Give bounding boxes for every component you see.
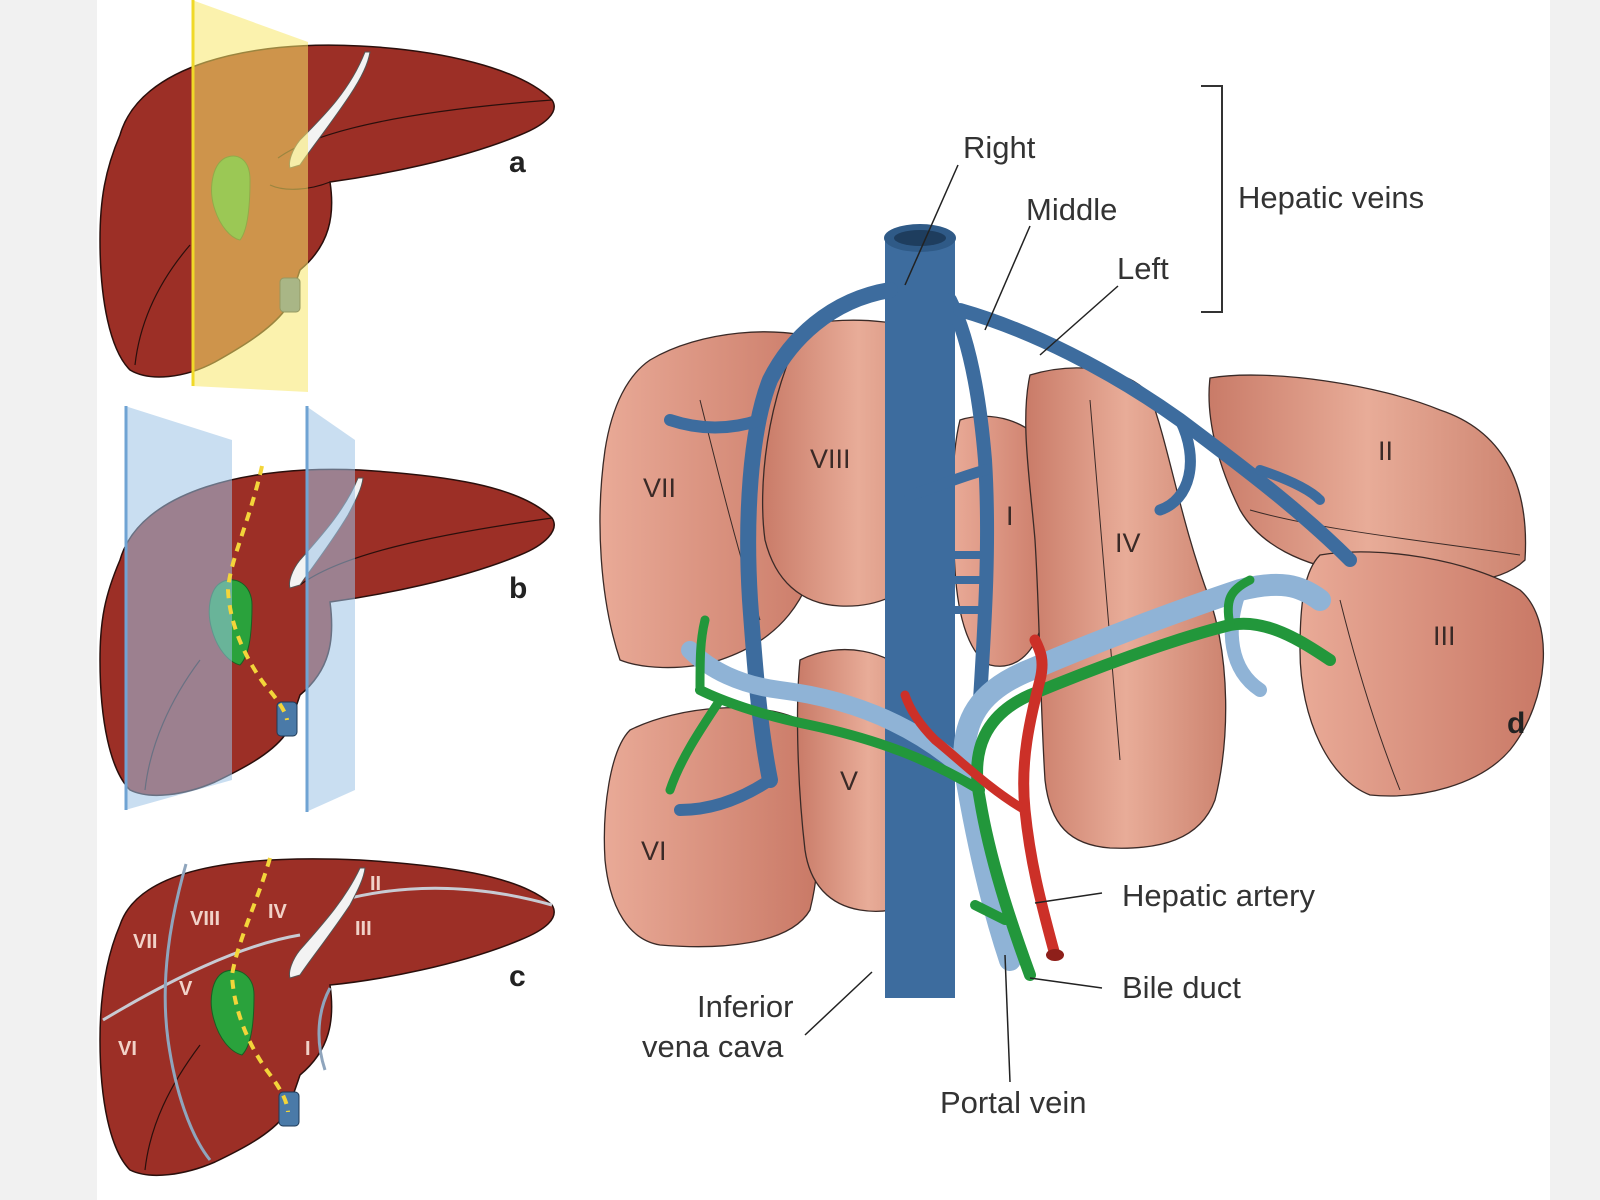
leader-line-ivc: [804, 971, 873, 1036]
label-hepatic-veins: Hepatic veins: [1238, 180, 1424, 215]
segment-fold-line: [1339, 599, 1401, 791]
right-hepatic-vein-branch: [664, 414, 766, 434]
cantlie-dashed-line: [229, 857, 290, 1113]
hepatic-artery-branch: [900, 690, 1030, 815]
segment-boundary-line: [163, 863, 212, 1161]
label-right: Right: [963, 130, 1036, 165]
segment-label-vi: VI: [118, 1038, 137, 1060]
segment-iii: [1299, 551, 1545, 797]
segment-label-iii: III: [1433, 621, 1456, 651]
leader-line-bile-duct: [1029, 977, 1103, 989]
bile-duct-stub: [970, 900, 1010, 925]
bile-duct-branch: [695, 615, 710, 695]
label-portal-vein: Portal vein: [940, 1085, 1086, 1120]
right-portal-plane: [125, 406, 232, 810]
right-hepatic-vein: [740, 282, 898, 788]
middle-hepatic-vein-branch: [904, 464, 991, 501]
bile-duct-branch: [665, 695, 725, 795]
bile-duct-right-branch: [695, 685, 985, 795]
segment-label-ii: II: [370, 873, 381, 895]
segment-ii: [1208, 374, 1527, 585]
liver-lobe-line: [134, 244, 191, 366]
panel-letter-c: c: [509, 960, 526, 993]
segment-label-i: I: [1006, 501, 1014, 531]
inferior-vena-cava-lumen: [894, 230, 946, 246]
bile-duct: [971, 617, 1336, 981]
caudate-vein: [955, 551, 985, 614]
segment-boundary-line: [102, 933, 301, 1022]
cantlie-dashed-line: [225, 465, 289, 721]
segment-label-iv: IV: [268, 901, 288, 923]
bile-duct-branch: [1223, 575, 1255, 630]
cantlie-plane: [192, 0, 308, 392]
segment-boundary-line: [341, 886, 553, 907]
left-hepatic-vein-branch: [1255, 465, 1325, 505]
segment-boundary-line: [317, 987, 332, 1071]
panel-a: a: [99, 0, 555, 392]
panel-letter-b: b: [509, 572, 527, 605]
segment-vi: [603, 707, 820, 948]
leader-line-hepatic-artery: [1034, 892, 1103, 904]
hepatic-veins-bracket: [1201, 85, 1223, 313]
left-hepatic-vein-branch: [1154, 414, 1196, 516]
panel-c: I II III IV V VI VII VIII c: [99, 857, 555, 1176]
leader-line-right: [904, 164, 959, 286]
segment-label-viii: VIII: [190, 908, 220, 930]
panel-letter-a: a: [509, 146, 526, 179]
leader-line-middle: [984, 225, 1031, 331]
segment-label-iii: III: [355, 918, 372, 940]
portal-vein: [953, 573, 1331, 971]
label-bile-duct: Bile duct: [1122, 970, 1241, 1005]
segment-label-v: V: [840, 766, 858, 796]
panel-d: I II III IV V VI VII VIII Right Middle L…: [599, 85, 1545, 1120]
inferior-vena-cava: [885, 238, 955, 998]
segment-label-viii: VIII: [810, 444, 851, 474]
hepatic-artery: [1018, 634, 1061, 961]
gallbladder: [210, 969, 255, 1056]
panel-b: b: [99, 406, 555, 812]
liver-lobe-line: [144, 1044, 201, 1171]
liver-silhouette: [99, 44, 555, 378]
label-hepatic-artery: Hepatic artery: [1122, 878, 1315, 913]
leader-line-portal-vein: [1004, 954, 1011, 1083]
segment-iv: [1025, 367, 1227, 849]
segment-fold-line: [1089, 399, 1121, 761]
segment-label-vii: VII: [133, 931, 157, 953]
segment-label-v: V: [179, 978, 193, 1000]
segment-fold-line: [1249, 509, 1521, 556]
segment-label-vii: VII: [643, 473, 676, 503]
portal-vein-right-branch: [681, 641, 974, 779]
label-ivc-line2: vena cava: [642, 1029, 784, 1064]
label-left: Left: [1117, 251, 1169, 286]
segment-label-i: I: [305, 1038, 311, 1060]
liver-silhouette: [99, 858, 555, 1176]
segment-label-vi: VI: [641, 836, 667, 866]
umbilical-plane: [306, 406, 355, 812]
falciform-ligament: [289, 867, 366, 979]
segment-label-ii: II: [1378, 436, 1393, 466]
portal-vein-branch: [1224, 583, 1267, 697]
segment-label-iv: IV: [1115, 528, 1141, 558]
leader-line-left: [1039, 285, 1119, 356]
right-hepatic-vein-branch: [674, 774, 776, 816]
panel-letter-d: d: [1507, 707, 1525, 740]
hepatic-artery-end: [1046, 949, 1064, 961]
label-middle: Middle: [1026, 192, 1117, 227]
label-ivc-line1: Inferior: [697, 989, 793, 1024]
